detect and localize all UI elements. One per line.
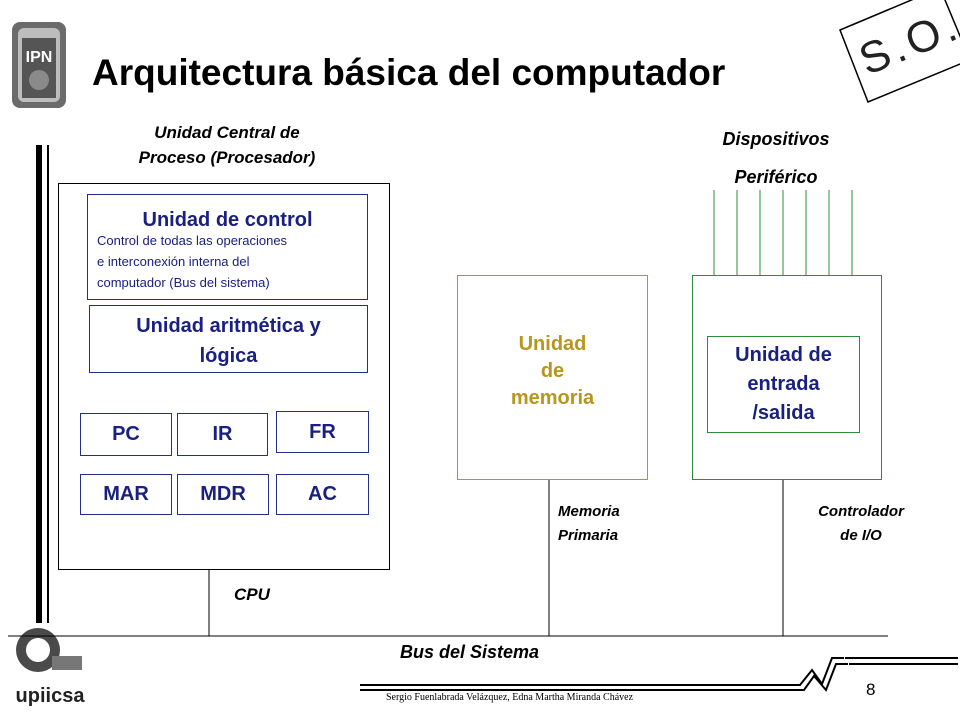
cpu-header-line: Unidad Central de <box>154 123 300 142</box>
io-unit: Unidad de entrada /salida <box>707 336 860 433</box>
footer-zigzag <box>360 657 844 687</box>
control-unit-desc-line: e interconexión interna del <box>97 254 250 269</box>
left-bar-thin <box>47 145 49 623</box>
bus-label: Bus del Sistema <box>400 642 540 662</box>
alu-box: Unidad aritmética y lógica <box>89 305 368 373</box>
cpu-label: CPU <box>234 585 270 604</box>
upiicsa-logo-text: upiicsa <box>16 685 86 707</box>
ipn-logo: IPN <box>8 18 70 112</box>
cpu-box <box>58 183 390 570</box>
register-pc: PC <box>80 413 172 456</box>
memory-label: Memoria Primaria <box>558 500 620 548</box>
devices-header: Dispositivos Periférico <box>686 120 866 196</box>
control-unit-description: Control de todas las operaciones e inter… <box>97 230 367 293</box>
control-unit-desc-line: Control de todas las operaciones <box>97 233 288 248</box>
io-label: Controlador de I/O <box>788 500 934 548</box>
register-fr: FR <box>276 411 369 453</box>
cpu-header-line: Proceso (Procesador) <box>138 148 316 167</box>
devices-header-line: Dispositivos <box>722 129 830 149</box>
memory-unit-line: memoria <box>510 387 595 409</box>
register-mdr: MDR <box>177 474 269 515</box>
register-ac: AC <box>276 474 369 515</box>
left-bar-thick <box>36 145 42 623</box>
io-unit-line: Unidad de <box>735 344 832 366</box>
control-unit-title: Unidad de control <box>142 209 313 231</box>
register-mar: MAR <box>80 474 172 515</box>
memory-unit-line: de <box>540 360 565 382</box>
alu-line: lógica <box>199 345 258 367</box>
upiicsa-logo: upiicsa <box>6 620 96 710</box>
footer-authors: Sergio Fuenlabrada Velázquez, Edna Marth… <box>386 692 634 703</box>
page-number: 8 <box>866 680 876 699</box>
alu-line: Unidad aritmética y <box>136 315 321 337</box>
cpu-header: Unidad Central de Proceso (Procesador) <box>100 120 354 170</box>
footer-zigzag <box>360 663 848 692</box>
memory-label-line: Memoria <box>558 503 620 520</box>
io-box <box>692 275 882 480</box>
ipn-logo-text: IPN <box>26 49 53 66</box>
devices-header-line: Periférico <box>734 167 818 187</box>
io-label-line: Controlador <box>818 503 904 520</box>
memory-unit-line: Unidad <box>518 333 587 355</box>
control-unit-desc-line: computador (Bus del sistema) <box>97 275 270 290</box>
io-unit-line: /salida <box>752 402 815 424</box>
control-unit: Unidad de control Control de todas las o… <box>87 194 368 300</box>
io-label-line: de I/O <box>840 527 882 544</box>
memory-unit: Unidad de memoria <box>457 275 648 480</box>
memory-label-line: Primaria <box>558 527 619 544</box>
so-stamp: S.O. <box>820 0 960 110</box>
io-unit-line: entrada <box>747 373 820 395</box>
register-ir: IR <box>177 413 268 456</box>
slide-title: Arquitectura básica del computador <box>92 52 726 93</box>
